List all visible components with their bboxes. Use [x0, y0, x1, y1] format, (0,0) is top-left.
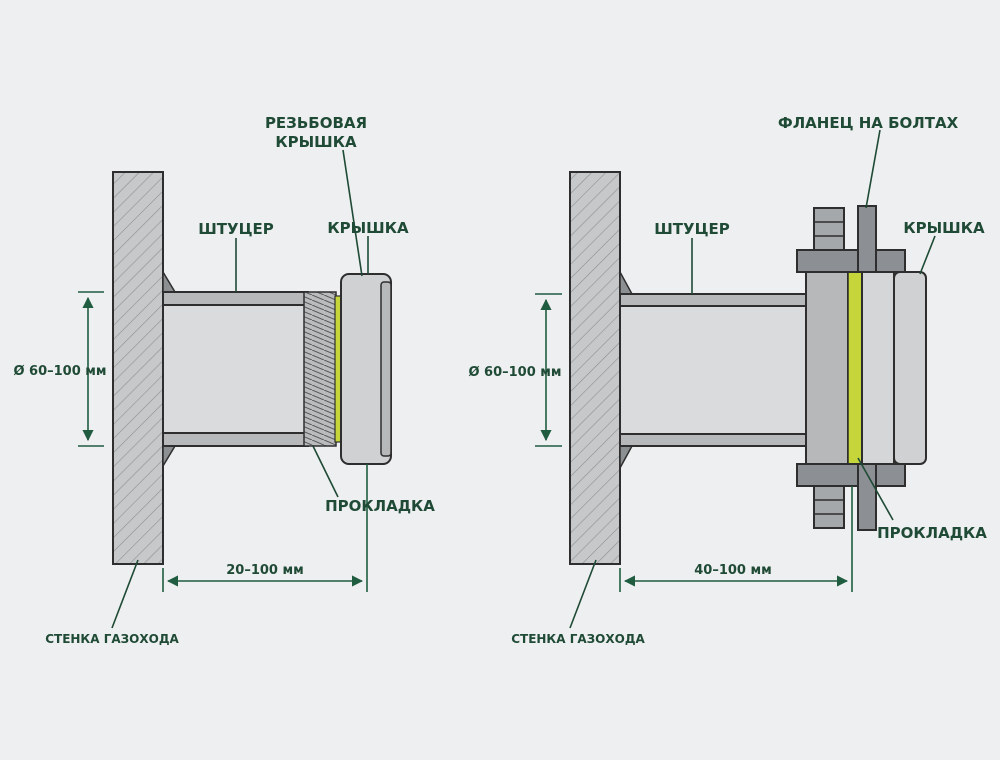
right-diameter-label: Ø 60–100 мм	[468, 365, 561, 380]
left-threaded-cap-label-line1: РЕЗЬБОВАЯ	[265, 114, 367, 132]
right-gasket	[847, 269, 863, 467]
left-length-label: 20–100 мм	[226, 563, 304, 578]
left-fitting-wall-bottom	[162, 432, 309, 447]
right-bolt-nut-top	[813, 207, 845, 251]
right-flue-wall	[569, 171, 621, 565]
right-bolted-flange-label: ФЛАНЕЦ НА БОЛТАХ	[778, 114, 959, 132]
right-fitting-wall-top	[619, 293, 809, 307]
left-diameter-label: Ø 60–100 мм	[13, 364, 106, 379]
right-cap-label: КРЫШКА	[903, 219, 985, 237]
right-flange-plate-top	[796, 249, 906, 273]
right-fitting-label: ШТУЦЕР	[654, 220, 729, 238]
right-fitting-body	[619, 293, 809, 447]
right-length-label: 40–100 мм	[694, 563, 772, 578]
right-flange-plate-bottom	[796, 463, 906, 487]
right-wall-label: СТЕНКА ГАЗОХОДА	[511, 632, 645, 646]
left-thread	[303, 291, 337, 447]
right-diagram: Ø 60–100 мм 40–100 мм ФЛАНЕЦ НА БОЛТАХ Ш…	[468, 114, 987, 646]
right-pipe-flange	[805, 269, 849, 467]
right-weld-bottom	[619, 445, 634, 469]
left-diagram: Ø 60–100 мм 20–100 мм РЕЗЬБОВАЯ КРЫШКА Ш…	[13, 114, 435, 646]
right-gasket-label: ПРОКЛАДКА	[877, 524, 987, 542]
left-weld-top	[162, 269, 177, 293]
left-cap-rim	[380, 281, 392, 457]
left-fitting-label: ШТУЦЕР	[198, 220, 273, 238]
left-flue-wall	[112, 171, 164, 565]
right-bolt-shank-top	[857, 205, 877, 273]
left-gasket-label: ПРОКЛАДКА	[325, 497, 435, 515]
left-cap-label: КРЫШКА	[327, 219, 409, 237]
left-wall-label: СТЕНКА ГАЗОХОДА	[45, 632, 179, 646]
right-weld-top	[619, 271, 634, 295]
right-bolt-nut-bottom	[813, 485, 845, 529]
left-threaded-cap-label-line2: КРЫШКА	[275, 133, 357, 151]
right-fitting-wall-bottom	[619, 433, 809, 447]
left-weld-bottom	[162, 445, 177, 469]
right-cap	[893, 271, 927, 465]
left-fitting-wall-top	[162, 291, 309, 306]
right-cap-flange	[861, 269, 895, 467]
left-fitting-body	[162, 291, 309, 447]
